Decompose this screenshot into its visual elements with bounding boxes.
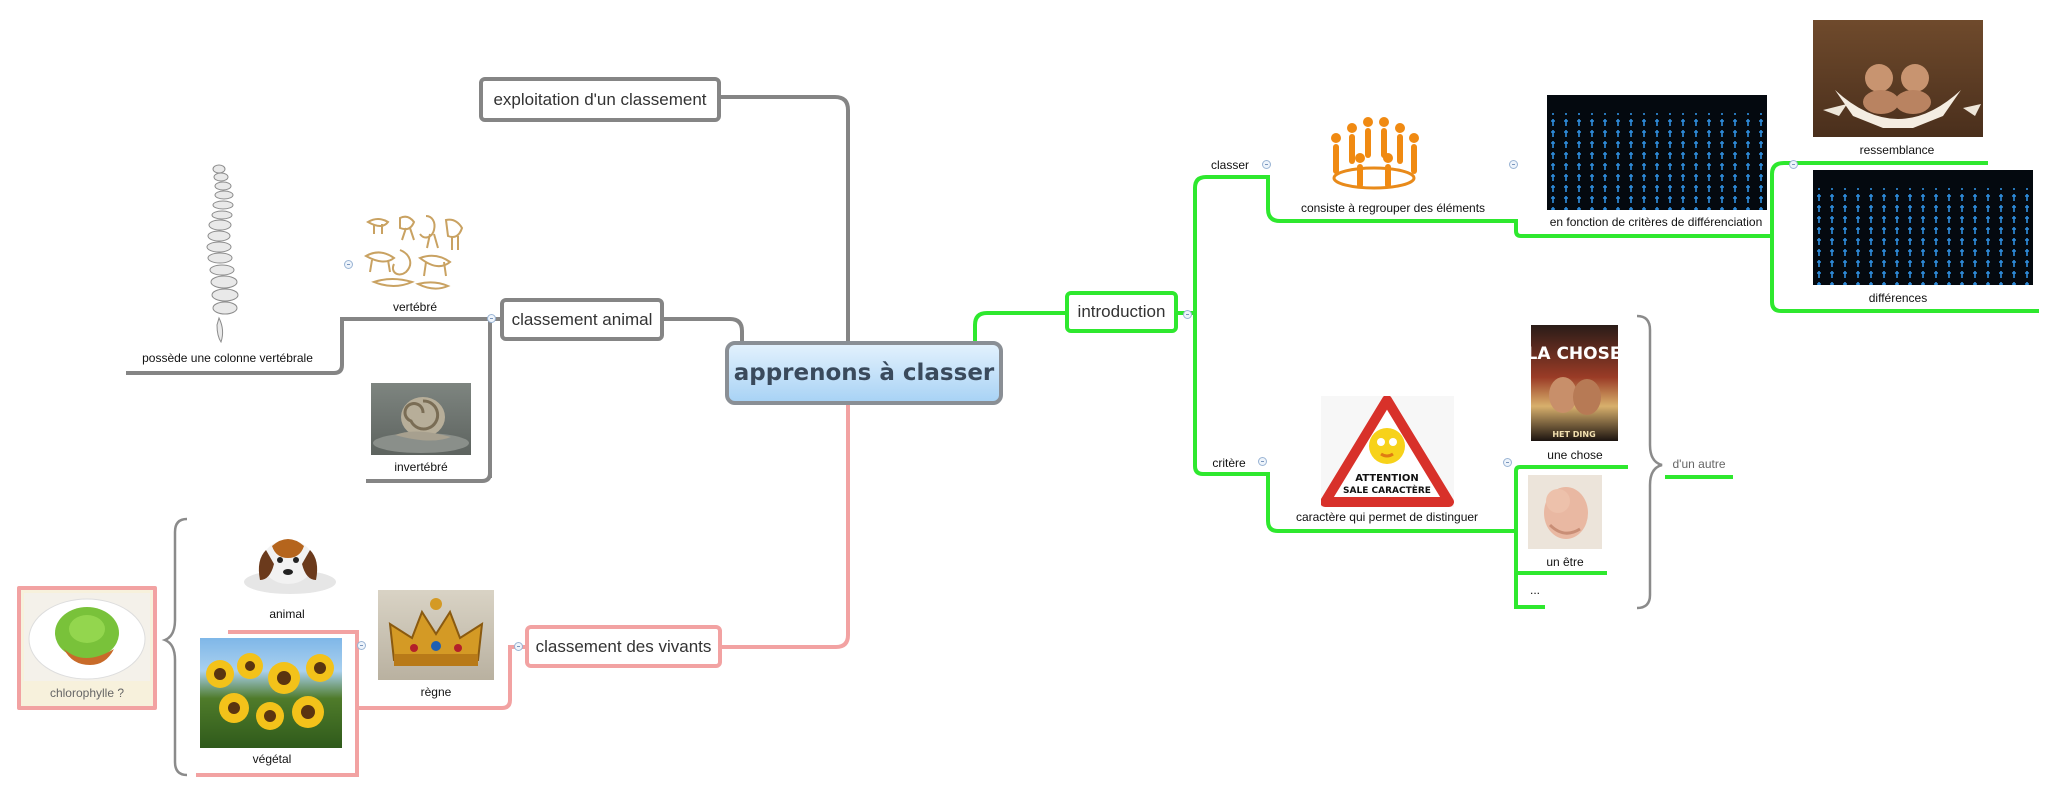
- topic-classement-vivants[interactable]: classement des vivants: [525, 625, 722, 668]
- collapse-icon[interactable]: [1503, 458, 1512, 467]
- topic-exploitation[interactable]: exploitation d'un classement: [479, 77, 721, 122]
- label-vertebre[interactable]: vertébré: [392, 300, 438, 314]
- label-classer[interactable]: classer: [1210, 158, 1249, 172]
- collapse-icon[interactable]: [1262, 160, 1271, 169]
- crosses-field-image-2: [1813, 170, 2033, 285]
- central-topic[interactable]: apprenons à classer: [725, 341, 1003, 405]
- puppy-image: [232, 522, 342, 602]
- collapse-icon[interactable]: [1509, 160, 1518, 169]
- label-invertebre[interactable]: invertébré: [394, 460, 448, 474]
- poster-title: LA CHOSE: [1531, 344, 1618, 364]
- label-caractere[interactable]: caractère qui permet de distinguer: [1295, 510, 1479, 524]
- label-colonne-vertebrale[interactable]: possède une colonne vertébrale: [142, 351, 313, 365]
- babies-shell-image: [1813, 20, 1983, 137]
- animal-skeletons-image: [360, 210, 470, 295]
- label-criteres[interactable]: en fonction de critères de différenciati…: [1549, 215, 1763, 229]
- collapse-icon[interactable]: [514, 642, 523, 651]
- label-animal[interactable]: animal: [269, 607, 305, 621]
- sunflowers-image: [200, 638, 342, 748]
- warning-sign-image: ATTENTION SALE CARACTÈRE: [1321, 396, 1454, 507]
- sign-text-1: ATTENTION: [1355, 473, 1418, 484]
- label-consiste[interactable]: consiste à regrouper des éléments: [1300, 201, 1486, 215]
- poster-footer: HET DING: [1552, 430, 1595, 439]
- crown-image: [378, 590, 494, 680]
- collapse-icon[interactable]: [1258, 457, 1267, 466]
- people-circle-image: [1326, 108, 1422, 194]
- label-ressemblance[interactable]: ressemblance: [1859, 143, 1935, 157]
- topic-classement-animal[interactable]: classement animal: [500, 298, 664, 341]
- collapse-icon[interactable]: [1183, 310, 1192, 319]
- chlorophylle-topic[interactable]: chlorophylle ?: [17, 586, 157, 710]
- label-differences[interactable]: différences: [1868, 291, 1928, 305]
- label-une-chose[interactable]: une chose: [1547, 448, 1603, 462]
- label-d-un-autre[interactable]: d'un autre: [1672, 457, 1726, 471]
- algae-plate-image: [24, 593, 150, 681]
- collapse-icon[interactable]: [357, 641, 366, 650]
- collapse-icon[interactable]: [1789, 160, 1798, 169]
- crosses-field-image: [1547, 95, 1767, 210]
- collapse-icon[interactable]: [344, 260, 353, 269]
- label-etc[interactable]: ...: [1529, 583, 1540, 597]
- newborn-image: [1528, 475, 1602, 549]
- label-regne[interactable]: règne: [420, 685, 452, 699]
- sign-text-2: SALE CARACTÈRE: [1343, 484, 1431, 496]
- collapse-icon[interactable]: [487, 314, 496, 323]
- label-un-etre[interactable]: un être: [1546, 555, 1584, 569]
- label-vegetal[interactable]: végétal: [252, 752, 292, 766]
- topic-introduction[interactable]: introduction: [1065, 291, 1178, 333]
- label-chlorophylle: chlorophylle ?: [49, 686, 125, 700]
- label-critere[interactable]: critère: [1212, 456, 1246, 470]
- snail-image: [371, 383, 471, 455]
- movie-poster-image: LA CHOSE HET DING: [1531, 325, 1618, 441]
- spine-image: [197, 160, 249, 350]
